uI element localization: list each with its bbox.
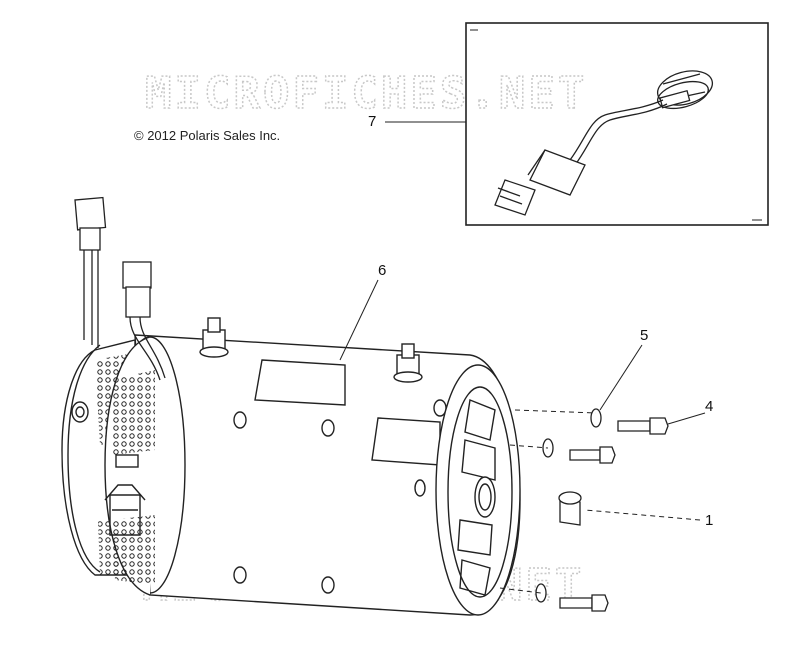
washer-bottom: [535, 583, 547, 603]
terminal-post-left: [199, 317, 229, 358]
terminal-post-right: [393, 343, 423, 383]
copyright-text: © 2012 Polaris Sales Inc.: [134, 128, 281, 143]
bolt-4: [617, 417, 669, 435]
inset-frame: [465, 22, 769, 226]
callout-7: 7: [368, 113, 377, 130]
fasteners: [535, 408, 669, 612]
connector-icon: [494, 149, 586, 216]
callout-1: 1: [705, 512, 714, 529]
washer-5: [590, 408, 602, 428]
harness-inset: [385, 22, 769, 226]
bushing-1: [558, 491, 582, 526]
motor-harness: [74, 196, 166, 381]
bolt-bottom: [559, 594, 609, 612]
leader-lines: [339, 279, 706, 594]
callout-6: 6: [378, 262, 387, 279]
bolt-mid: [569, 446, 616, 464]
latch-icon: [104, 454, 146, 536]
watermark-top: MICROFICHES.NET: [145, 68, 587, 119]
side-stud: [71, 401, 89, 423]
callout-5: 5: [640, 327, 649, 344]
callout-4: 4: [705, 398, 714, 415]
harness-wires: [569, 99, 668, 166]
motor-assembly: [61, 317, 521, 616]
motor-shaft: [474, 476, 496, 518]
